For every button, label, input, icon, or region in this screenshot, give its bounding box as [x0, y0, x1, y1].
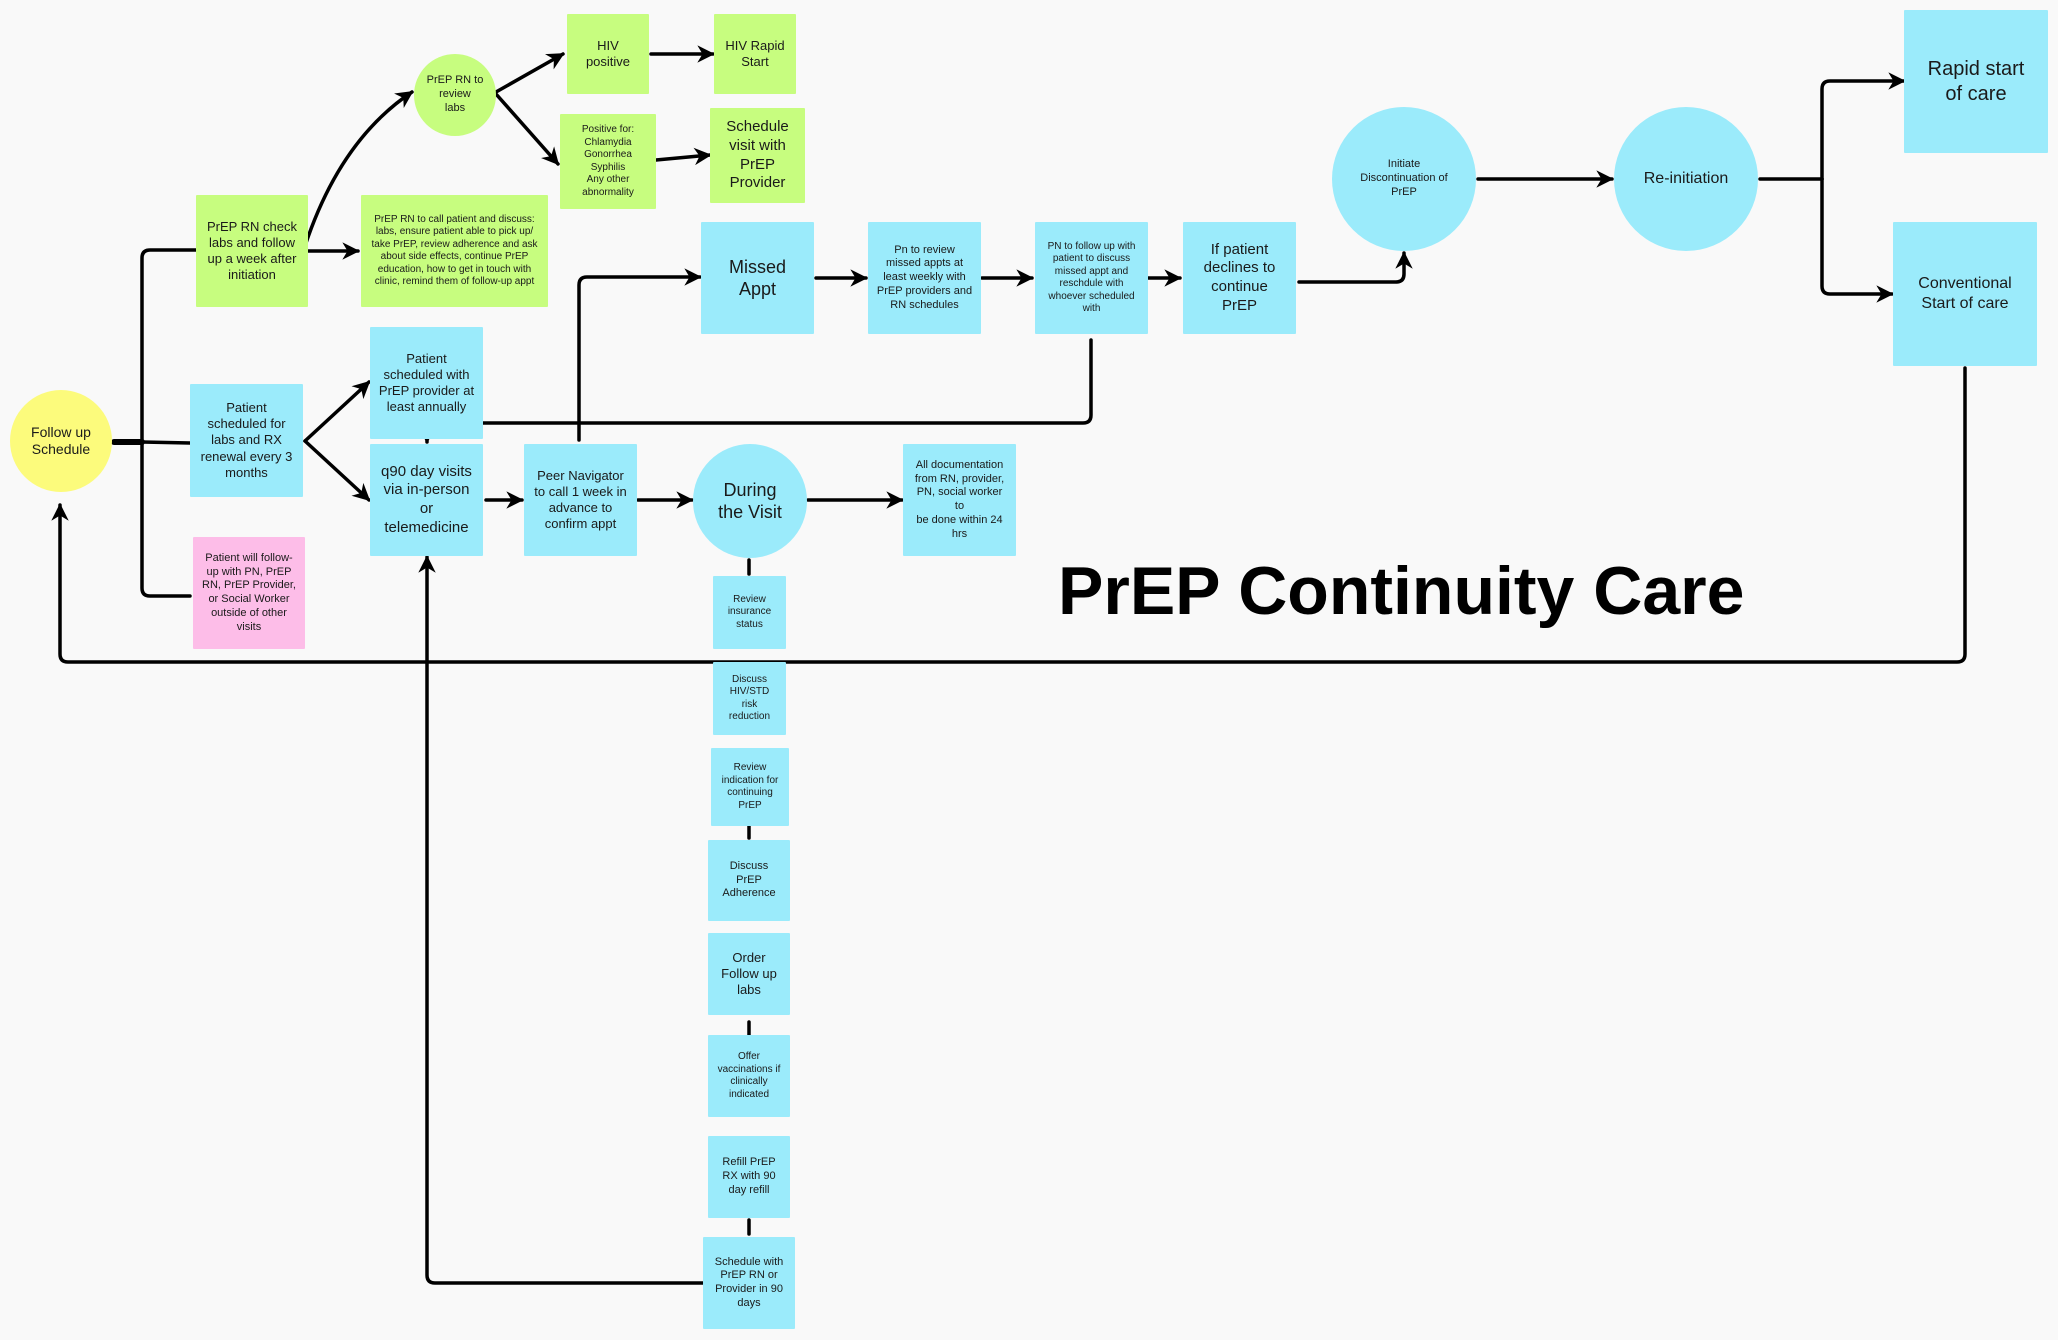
- pn-follow-up-node[interactable]: PN to follow up with patient to discuss …: [1035, 222, 1148, 334]
- during-visit-node[interactable]: During the Visit: [693, 444, 807, 558]
- patient-scheduled-annually-node[interactable]: Patient scheduled with PrEP provider at …: [370, 327, 483, 439]
- connector-peer-to-missed: [577, 268, 702, 442]
- re-initiation-node[interactable]: Re-initiation: [1614, 107, 1758, 251]
- connector-to-q90: [303, 439, 371, 502]
- rapid-start-node[interactable]: Rapid start of care: [1904, 10, 2048, 153]
- patient-follow-up-other-node[interactable]: Patient will follow- up with PN, PrEP RN…: [193, 537, 305, 649]
- diagram-title: PrEP Continuity Care: [1058, 553, 1745, 629]
- connector-follow-back-to-q90: [418, 338, 1093, 444]
- connector-to-rn-check: [140, 248, 198, 444]
- hiv-positive-node[interactable]: HIV positive: [567, 14, 649, 94]
- visit-step-node[interactable]: Offer vaccinations if clinically indicat…: [708, 1035, 790, 1117]
- connector-loop-back: [51, 366, 1967, 664]
- pn-review-missed-node[interactable]: Pn to review missed appts at least weekl…: [868, 222, 981, 334]
- rn-call-patient-node[interactable]: PrEP RN to call patient and discuss: lab…: [361, 195, 548, 307]
- schedule-visit-provider-node[interactable]: Schedule visit with PrEP Provider: [710, 108, 805, 203]
- connector-to-patient-scheduled: [140, 440, 192, 445]
- connector-schedule-to-q90: [418, 555, 705, 1285]
- patient-declines-node[interactable]: If patient declines to continue PrEP: [1183, 222, 1296, 334]
- visit-step-node[interactable]: Review indication for continuing PrEP: [711, 748, 789, 826]
- positive-for-node[interactable]: Positive for: Chlamydia Gonorrhea Syphil…: [560, 114, 656, 209]
- rn-review-labs-node[interactable]: PrEP RN to review labs: [414, 54, 496, 136]
- hiv-rapid-start-node[interactable]: HIV Rapid Start: [714, 14, 796, 94]
- peer-navigator-call-node[interactable]: Peer Navigator to call 1 week in advance…: [524, 444, 637, 556]
- visit-step-node[interactable]: Discuss PrEP Adherence: [708, 840, 790, 921]
- visit-step-node[interactable]: Discuss HIV/STD risk reduction: [713, 662, 786, 735]
- connector-positive-to-schedule: [654, 147, 712, 166]
- visit-step-node[interactable]: Order Follow up labs: [708, 933, 790, 1015]
- visit-step-node[interactable]: Schedule with PrEP RN or Provider in 90 …: [703, 1237, 795, 1329]
- connector-declines-to-discontinue: [1297, 251, 1413, 284]
- patient-scheduled-labs-node[interactable]: Patient scheduled for labs and RX renewa…: [190, 384, 303, 497]
- connector-check-to-review: [303, 90, 414, 248]
- follow-up-schedule-node[interactable]: Follow up Schedule: [10, 390, 112, 492]
- connector-to-annual: [303, 380, 371, 443]
- conventional-start-node[interactable]: Conventional Start of care: [1893, 222, 2037, 366]
- visit-step-node[interactable]: Refill PrEP RX with 90 day refill: [708, 1136, 790, 1218]
- connector-to-pink-note: [140, 440, 192, 598]
- documentation-node[interactable]: All documentation from RN, provider, PN,…: [903, 444, 1016, 556]
- visit-step-node[interactable]: Review insurance status: [713, 576, 786, 649]
- q90-visits-node[interactable]: q90 day visits via in-person or telemedi…: [370, 444, 483, 556]
- connector-review-to-positive: [494, 92, 560, 166]
- missed-appt-node[interactable]: Missed Appt: [701, 222, 814, 334]
- rn-check-labs-node[interactable]: PrEP RN check labs and follow up a week …: [196, 195, 308, 307]
- connector-to-rapid: [1820, 72, 1906, 181]
- connector-to-conventional: [1820, 177, 1894, 303]
- connector-review-to-hiv: [494, 52, 565, 94]
- initiate-discontinuation-node[interactable]: Initiate Discontinuation of PrEP: [1332, 107, 1476, 251]
